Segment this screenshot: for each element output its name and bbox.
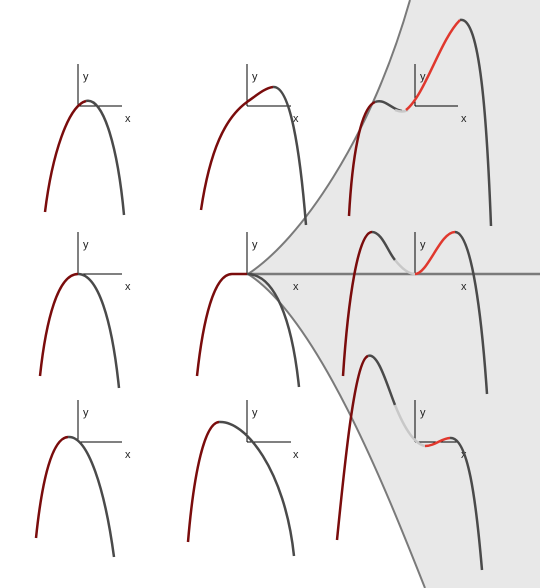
- panel-r1c2: y x: [199, 64, 308, 226]
- curve-left-rise: [341, 230, 373, 377]
- x-axis-label: x: [125, 113, 131, 125]
- curve-right-branch: [67, 435, 116, 558]
- x-axis-label: x: [461, 281, 467, 293]
- panel-r2c1: y x: [38, 232, 131, 389]
- curve-right-branch: [77, 272, 121, 389]
- y-axis-label: y: [252, 71, 258, 83]
- y-axis-label: y: [83, 407, 89, 419]
- curve-local-max: [367, 354, 397, 406]
- curve-local-min: [394, 108, 409, 113]
- curve-left-branch: [199, 85, 274, 211]
- curve-right-fall: [459, 18, 493, 227]
- cusp-boundary-upper: [247, 0, 411, 275]
- x-axis-label: x: [293, 281, 299, 293]
- x-axis-label: x: [461, 113, 467, 125]
- panel-r3c2: y x: [186, 400, 299, 557]
- curve-right-branch: [218, 420, 296, 557]
- curve-left-branch: [38, 272, 79, 377]
- curve-right-fall: [449, 436, 484, 571]
- x-axis-label: x: [293, 449, 299, 461]
- curve-right-branch: [85, 99, 126, 216]
- curve-left-branch: [34, 435, 69, 539]
- panel-r3c3: y x: [335, 354, 484, 571]
- y-axis-label: y: [252, 407, 258, 419]
- x-axis-label: x: [293, 113, 299, 125]
- x-axis-label: x: [125, 449, 131, 461]
- curve-right-branch: [272, 85, 308, 226]
- curve-left-rise: [335, 354, 369, 541]
- panel-r1c1: y x: [43, 64, 131, 216]
- curve-local-max: [371, 230, 396, 261]
- cusp-region: [248, 0, 540, 588]
- curve-right-branch: [246, 272, 301, 388]
- panel-r1c3: y x: [347, 18, 493, 227]
- y-axis-label: y: [420, 407, 426, 419]
- panel-r2c3: y x: [341, 230, 489, 395]
- y-axis-label: y: [420, 239, 426, 251]
- x-axis-label: x: [125, 281, 131, 293]
- curve-middle-rise: [414, 230, 456, 276]
- y-axis-label: y: [252, 239, 258, 251]
- curve-left-branch: [43, 99, 87, 213]
- curve-left-branch: [195, 272, 247, 377]
- y-axis-label: y: [420, 71, 426, 83]
- panel-r2c2: y x: [195, 232, 301, 388]
- y-axis-label: y: [83, 71, 89, 83]
- curve-left-rise: [347, 100, 376, 217]
- panel-r3c1: y x: [34, 400, 131, 558]
- curve-right-fall: [454, 230, 489, 395]
- curve-middle-rise: [405, 19, 461, 111]
- y-axis-label: y: [83, 239, 89, 251]
- curve-middle-rise: [424, 436, 451, 448]
- curve-left-branch: [186, 420, 220, 543]
- curve-local-min: [394, 259, 416, 276]
- curve-local-min: [393, 404, 426, 448]
